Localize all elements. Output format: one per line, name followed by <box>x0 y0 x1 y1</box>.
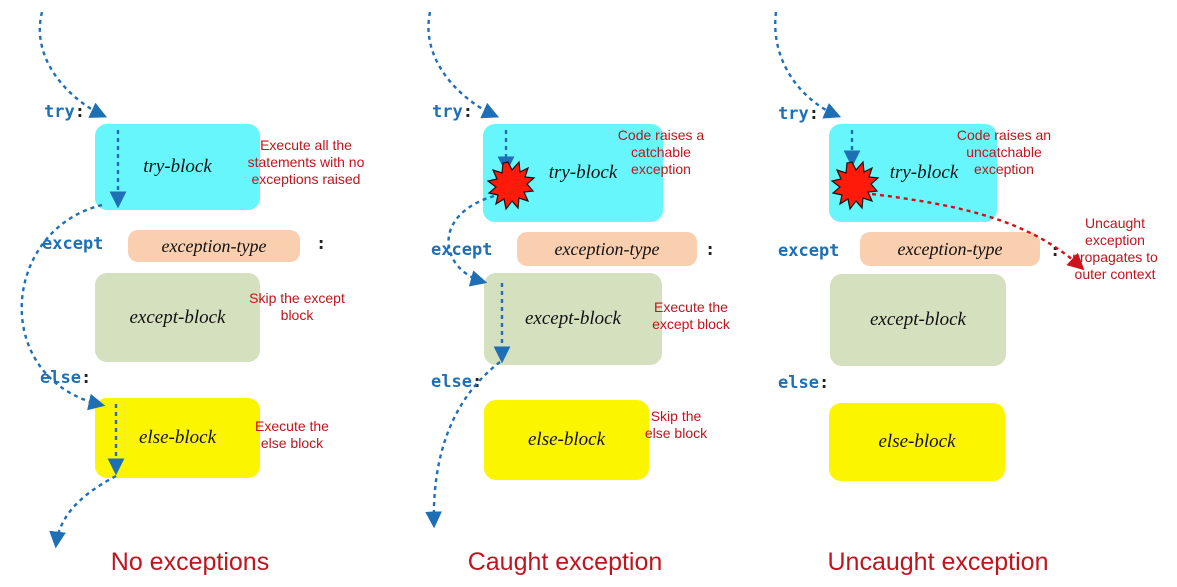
except-colon: : <box>1050 241 1061 261</box>
else-block: else-block <box>829 403 1005 481</box>
caption-caught-exception: Caught exception <box>467 548 663 576</box>
try-note: Execute all the statements with no excep… <box>247 137 365 187</box>
except-keyword: except <box>778 241 840 261</box>
else-keyword: else: <box>431 372 483 392</box>
else-note: Execute the else block <box>255 418 329 451</box>
propagate-arrow <box>871 192 1085 271</box>
caption-no-exceptions: No exceptions <box>110 548 270 576</box>
exception-type-box: exception-type <box>860 232 1040 266</box>
except-colon: : <box>316 234 327 254</box>
explosion-icon <box>830 160 880 211</box>
else-keyword: else: <box>40 368 92 388</box>
except-block: except-block <box>484 273 662 365</box>
else-keyword: else: <box>778 373 830 393</box>
except-block: except-block <box>95 273 260 362</box>
try-block: try-block <box>95 124 260 210</box>
try-note: Code raises an uncatchable exception <box>956 127 1052 177</box>
panel-no-exceptions: try: try-block Execute all the statement… <box>0 0 380 587</box>
except-colon: : <box>705 240 716 260</box>
entry-arrow <box>38 11 108 118</box>
explosion-icon <box>486 160 536 211</box>
caption-uncaught-exception: Uncaught exception <box>827 548 1049 576</box>
propagate-note: Uncaught exception propagates to outer c… <box>1072 215 1158 282</box>
exit-arrow <box>49 474 117 549</box>
to-except-arrow <box>447 194 495 287</box>
skip-except-arrow <box>20 203 106 411</box>
try-keyword: try: <box>432 102 473 122</box>
except-note: Execute the except block <box>652 299 730 332</box>
entry-arrow <box>427 11 500 119</box>
panel-caught-exception: try: try-block Code raises a catchable e… <box>390 0 770 587</box>
try-keyword: try: <box>44 102 85 122</box>
except-block: except-block <box>830 274 1006 366</box>
else-note: Skip the else block <box>644 408 708 441</box>
exception-type-box: exception-type <box>128 230 300 262</box>
except-note: Skip the except block <box>249 290 345 323</box>
try-keyword: try: <box>778 104 819 124</box>
else-block: else-block <box>484 400 649 480</box>
exit-arrow <box>425 361 501 529</box>
try-note: Code raises a catchable exception <box>617 127 705 177</box>
panel-uncaught-exception: try: try-block Code raises an uncatchabl… <box>778 0 1158 587</box>
exception-type-box: exception-type <box>517 232 697 266</box>
entry-arrow <box>774 11 842 119</box>
except-keyword: except <box>431 240 493 260</box>
except-keyword: except <box>42 234 104 254</box>
